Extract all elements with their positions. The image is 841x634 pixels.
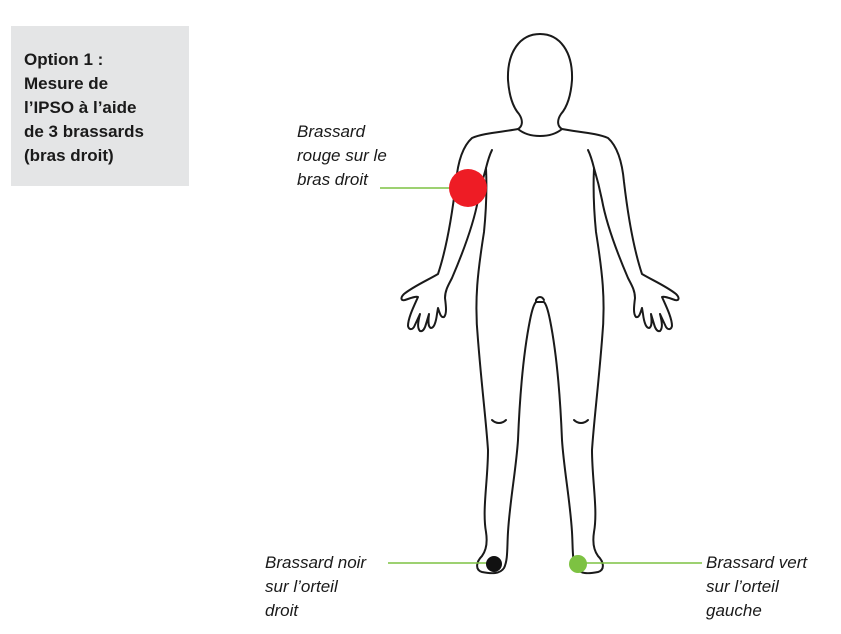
option-title-line: Option 1 : <box>24 50 104 69</box>
black-cuff-label: Brassard noir sur l’orteil droit <box>265 551 366 623</box>
red-cuff-label-line: rouge sur le <box>297 146 387 165</box>
black-cuff-label-line: droit <box>265 601 299 620</box>
green-cuff-label-line: gauche <box>706 601 762 620</box>
black-cuff-label-line: sur l’orteil <box>265 577 338 596</box>
red-cuff-label: Brassard rouge sur le bras droit <box>297 120 387 192</box>
option-title: Option 1 : Mesure de l’IPSO à l’aide de … <box>24 48 189 168</box>
black-cuff-marker <box>486 556 502 572</box>
green-cuff-marker <box>569 555 587 573</box>
green-cuff-label: Brassard vert sur l’orteil gauche <box>706 551 807 623</box>
option-title-line: de 3 brassards <box>24 122 145 141</box>
option-title-line: (bras droit) <box>24 146 114 165</box>
red-cuff-label-line: Brassard <box>297 122 366 141</box>
option-box: Option 1 : Mesure de l’IPSO à l’aide de … <box>11 26 189 186</box>
option-title-line: Mesure de <box>24 74 109 93</box>
option-title-line: l’IPSO à l’aide <box>24 98 137 117</box>
green-cuff-label-line: sur l’orteil <box>706 577 779 596</box>
black-cuff-label-line: Brassard noir <box>265 553 367 572</box>
red-cuff-marker <box>449 169 487 207</box>
red-cuff-label-line: bras droit <box>297 170 368 189</box>
green-cuff-label-line: Brassard vert <box>706 553 808 572</box>
human-body-outline-icon <box>400 33 680 575</box>
